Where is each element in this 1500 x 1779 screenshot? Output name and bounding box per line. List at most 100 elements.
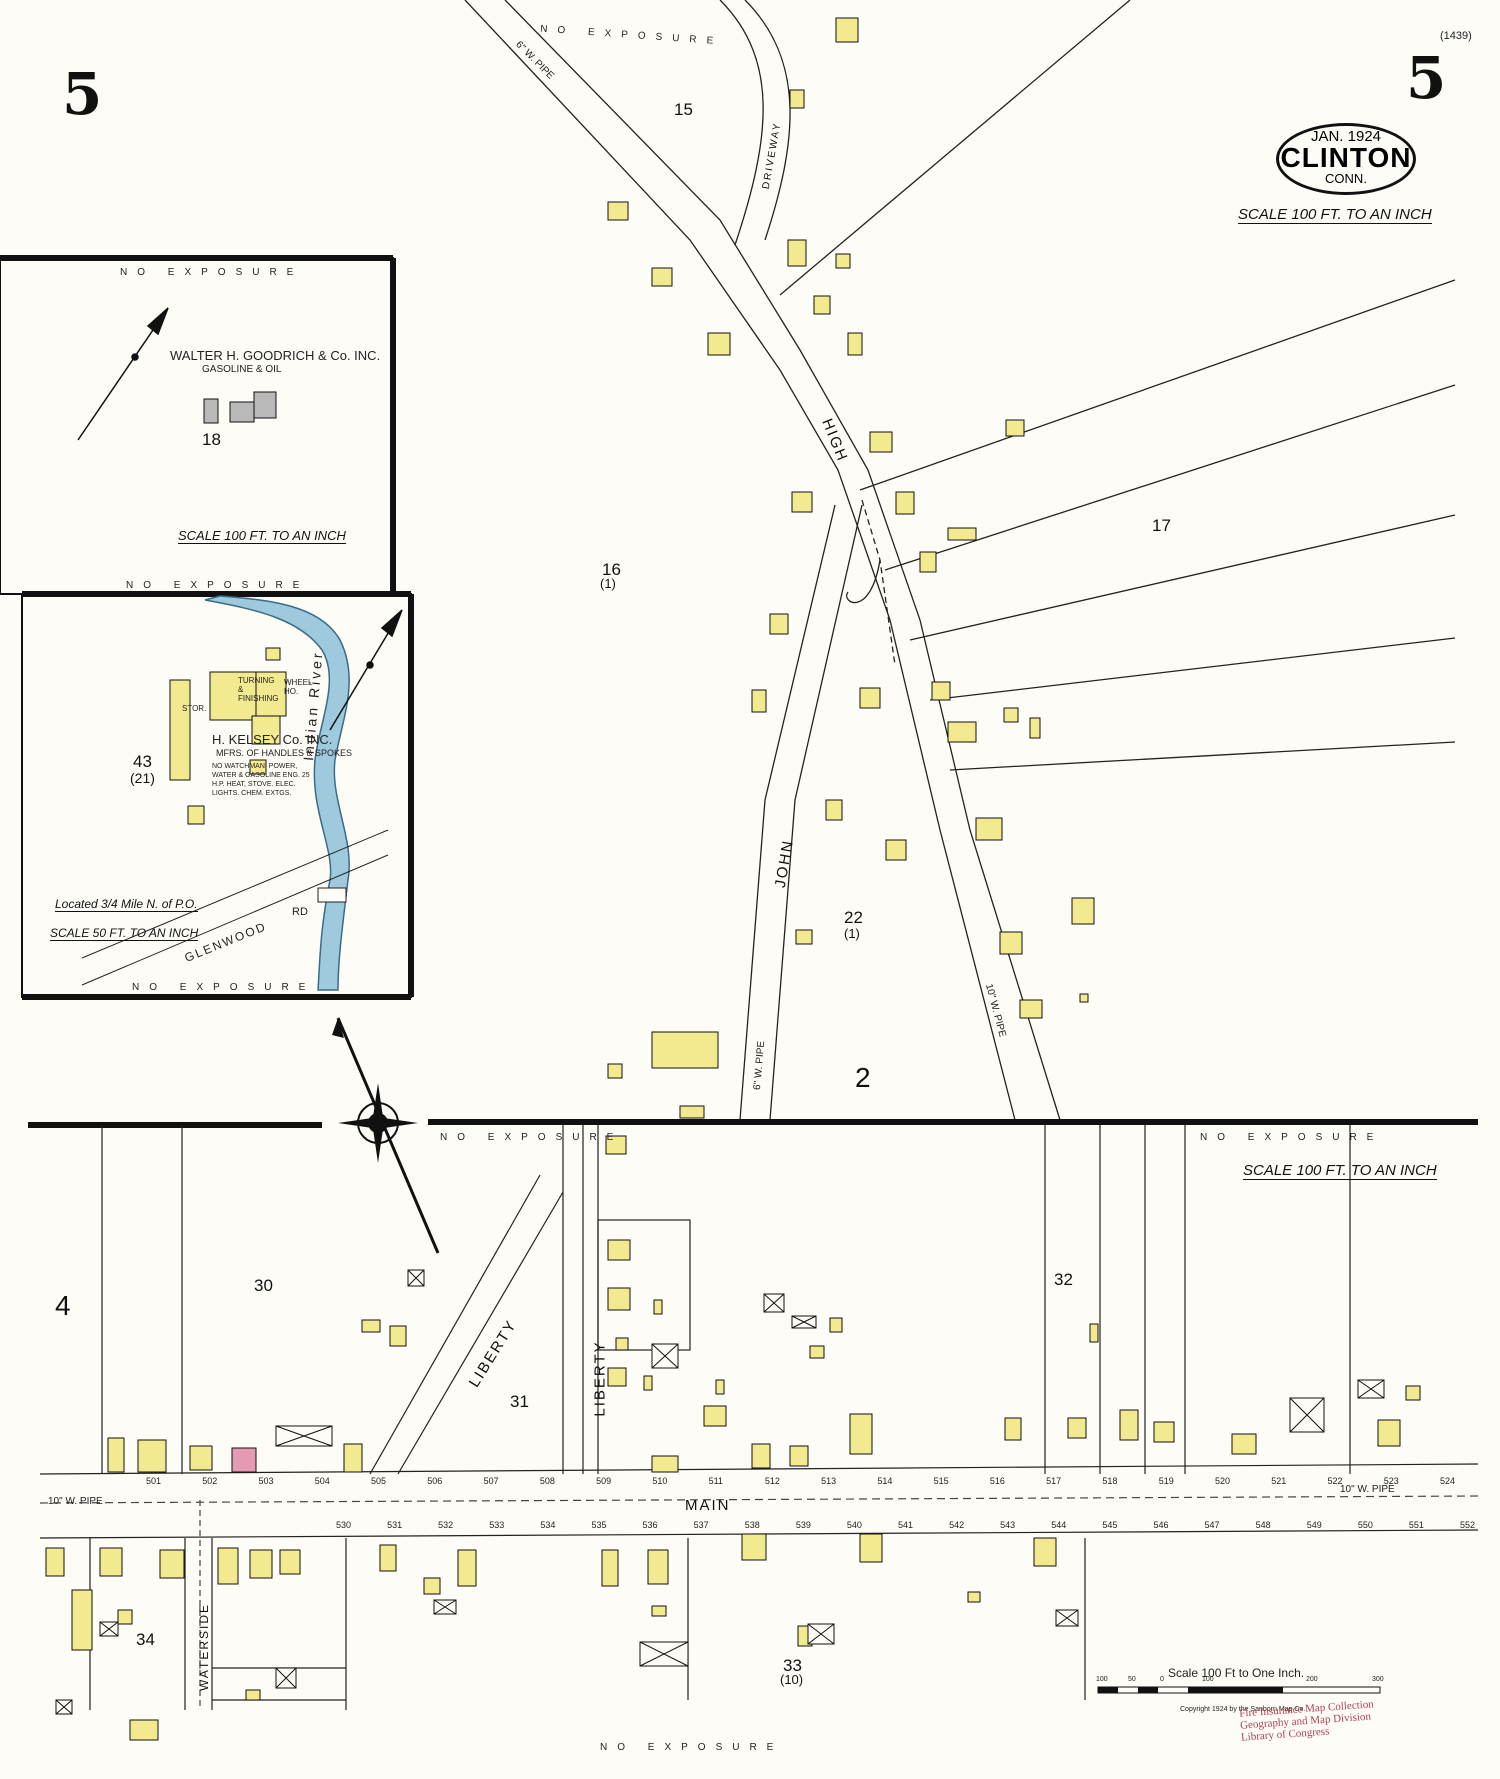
address-number: 518 [1102,1476,1118,1486]
glenwood-rd-label: RD [292,906,308,918]
north-arrow-bottom-inset [329,609,403,731]
building [169,679,191,781]
goodrich-firm: WALTER H. GOODRICH & Co. INC. [170,348,381,363]
scale-tick-label: 100 [1096,1676,1108,1683]
address-number: 538 [744,1520,760,1530]
address-number: 521 [1271,1476,1287,1486]
building [265,647,281,661]
address-number: 548 [1255,1520,1271,1530]
block-31: 31 [510,1392,529,1411]
building [825,799,843,821]
outbuilding-cross [807,1623,835,1645]
building [229,401,255,423]
block-22-sub: (1) [844,926,860,941]
address-number: 535 [591,1520,607,1530]
building [947,527,977,541]
address-number: 531 [387,1520,403,1530]
building [423,1577,441,1595]
building [653,1299,663,1315]
address-number: 540 [846,1520,862,1530]
building [607,201,629,221]
building [703,1405,727,1427]
building [651,1605,667,1617]
building [789,1445,809,1467]
kelsey-bldg-store: STOR. [182,704,207,713]
indian-river [204,595,350,991]
address-number: 508 [539,1476,555,1486]
scale-inset-bottom: SCALE 50 FT. TO AN INCH [50,926,199,941]
north-arrow-top-inset [77,307,169,441]
building [651,267,673,287]
address-number: 530 [336,1520,352,1530]
scale-lower: SCALE 100 FT. TO AN INCH [1243,1162,1437,1180]
building [751,1443,771,1469]
block-43: 43 [133,752,152,771]
sheet-number-left: 5 [62,60,103,128]
building [859,687,881,709]
building [809,1345,825,1359]
outbuilding-cross [99,1621,119,1637]
building [813,295,831,315]
address-number: 505 [371,1476,387,1486]
address-number: 503 [258,1476,274,1486]
address-number: 516 [989,1476,1005,1486]
scale-tick-label: 50 [1128,1676,1136,1683]
building [919,551,937,573]
building [615,1337,629,1351]
upper-streets [464,0,1456,1121]
building [607,1287,631,1311]
address-number: 551 [1408,1520,1424,1530]
kelsey-location: Located 3/4 Mile N. of P.O. [55,897,198,912]
town-name: CLINTON [1280,142,1412,173]
building [71,1589,93,1651]
glenwood-road [81,829,389,986]
building [869,431,893,453]
address-number: 520 [1214,1476,1230,1486]
address-number: 511 [708,1476,723,1486]
block-33: 33 [783,1656,802,1675]
building [999,931,1023,955]
building [1029,717,1041,739]
address-number: 539 [795,1520,811,1530]
building [209,671,257,721]
building [607,1063,623,1079]
exposure-divider-center: NO EXPOSURE [440,1132,624,1143]
kelsey-notes: NO WATCHMAN. POWER, WATER & GASOLINE ENG… [212,763,310,797]
kelsey-firm: H. KELSEY Co. INC. [212,732,333,747]
address-number: 533 [489,1520,505,1530]
building [249,759,267,775]
building [601,1549,619,1587]
building [789,89,805,109]
outbuilding-cross [1289,1397,1325,1433]
building [607,1239,631,1261]
outbuilding-cross [275,1425,333,1447]
building [1089,1323,1099,1343]
outbuilding-cross [1357,1379,1385,1399]
address-number: 524 [1440,1476,1456,1486]
building [251,715,281,745]
building [1033,1537,1057,1567]
building [1004,1417,1022,1441]
building [679,1105,705,1119]
kelsey-sub: MFRS. OF HANDLES & SPOKES [216,748,353,758]
building [895,491,915,515]
block-17: 17 [1152,516,1171,535]
title-cartouche: JAN. 1924 CLINTON CONN. [1276,123,1416,195]
state-name: CONN. [1325,171,1367,186]
building [791,491,813,513]
address-number: 549 [1306,1520,1322,1530]
building [931,681,951,701]
building [1071,897,1095,925]
building [107,1437,125,1473]
building [651,1031,719,1069]
building [1005,419,1025,437]
block-30: 30 [254,1276,273,1295]
outbuilding-cross [55,1699,73,1715]
building [751,689,767,713]
exposure-divider-left: NO EXPOSURE [126,580,310,591]
building [1405,1385,1421,1401]
building [189,1445,213,1471]
building [975,817,1003,841]
block-15: 15 [674,100,693,119]
